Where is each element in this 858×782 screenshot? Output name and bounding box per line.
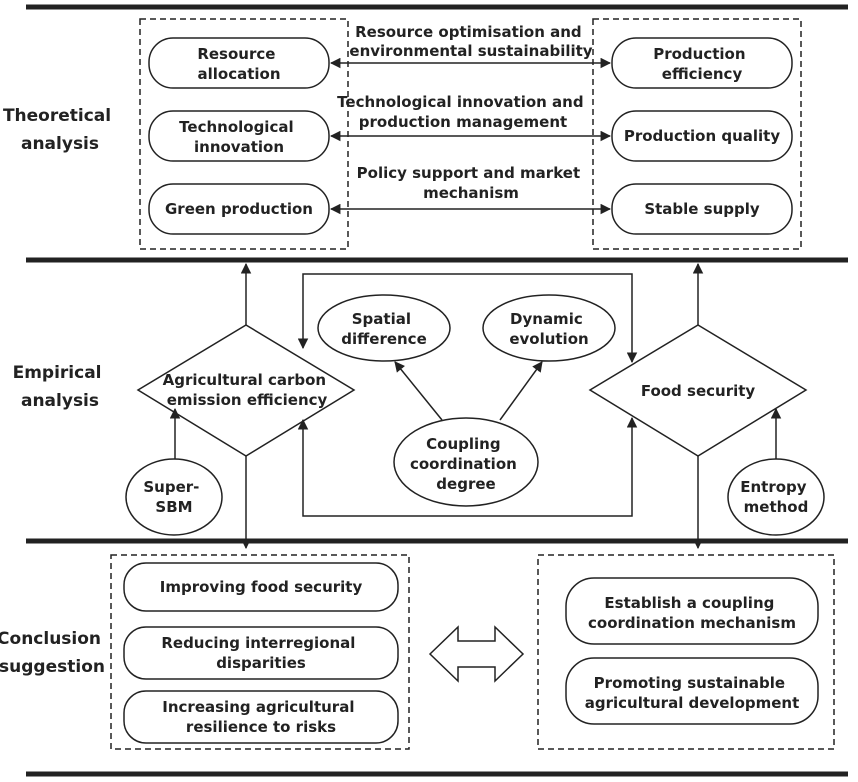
ellipse-entropy-method: Entropy method [727, 458, 825, 536]
svg-text:Coupling coordination: Coupling coordination degree [410, 435, 522, 493]
box-improving-food-security: Improving food security [123, 562, 399, 612]
link-label-technology: Technological innovation and production … [337, 93, 589, 131]
svg-text:Dynamic evolution: Dynamic evolution [509, 310, 588, 348]
svg-text:Food security: Food security [641, 382, 756, 400]
svg-text:Establish a coupling coo: Establish a coupling coordination mechan… [588, 594, 796, 632]
section-label-theoretical: Theoretical analysis [3, 106, 117, 154]
double-arrow-icon [428, 625, 525, 683]
svg-text:Resource allocation: Resource allocation [197, 45, 280, 83]
svg-text:Green production: Green production [165, 200, 313, 218]
box-production-quality: Production quality [611, 110, 793, 162]
section-label-empirical: Empirical analysis [13, 363, 108, 411]
loop-bottom [297, 416, 638, 517]
svg-text:Production quality: Production quality [624, 127, 781, 145]
ellipse-coupling-degree: Coupling coordination degree [393, 417, 539, 507]
box-coupling-mechanism: Establish a coupling coordination mechan… [565, 577, 819, 645]
svg-text:Agricultural carbon emis: Agricultural carbon emission efficiency [163, 371, 332, 409]
box-increasing-resilience: Increasing agricultural resilience to ri… [123, 690, 399, 744]
svg-text:Entropy method: Entropy method [740, 478, 812, 516]
box-sustainable-development: Promoting sustainable agricultural devel… [565, 657, 819, 725]
ellipse-spatial-difference: Spatial difference [317, 294, 451, 362]
ellipse-dynamic-evolution: Dynamic evolution [482, 294, 616, 362]
svg-text:Spatial difference: Spatial difference [341, 310, 427, 348]
section-dividers [26, 4, 848, 777]
section-label-conclusion: Conclusion suggestion [0, 629, 107, 677]
svg-text:Technological innovation: Technological innovation [179, 118, 299, 156]
svg-text:Reducing interregional d: Reducing interregional disparities [161, 634, 360, 672]
box-resource-allocation: Resource allocation [148, 37, 330, 89]
arrow-coupling-dynamic [499, 361, 543, 421]
svg-text:Production efficiency: Production efficiency [653, 45, 751, 83]
diamond-carbon-efficiency: Agricultural carbon emission efficiency [136, 324, 356, 457]
conclusion-right-group [537, 554, 835, 750]
link-label-resource: Resource optimisation and environmental … [349, 23, 592, 60]
svg-text:Improving food security: Improving food security [160, 578, 363, 596]
arrow-coupling-spatial [394, 361, 443, 421]
box-production-efficiency: Production efficiency [611, 37, 793, 89]
box-green-production: Green production [148, 183, 330, 235]
box-stable-supply: Stable supply [611, 183, 793, 235]
loop-top [297, 273, 638, 364]
svg-text:Increasing agricultural: Increasing agricultural resilience to ri… [162, 698, 359, 736]
ellipse-super-sbm: Super- SBM [125, 458, 223, 536]
svg-text:Promoting sustainable ag: Promoting sustainable agricultural devel… [585, 674, 800, 712]
box-reducing-disparities: Reducing interregional disparities [123, 626, 399, 680]
box-technological-innovation: Technological innovation [148, 110, 330, 162]
svg-text:Stable supply: Stable supply [644, 200, 760, 218]
conclusion-left-group [110, 554, 410, 750]
link-label-policy: Policy support and market mechanism [357, 164, 586, 202]
diamond-food-security: Food security [588, 324, 808, 457]
svg-text:Super- SBM: Super- SBM [143, 478, 204, 516]
